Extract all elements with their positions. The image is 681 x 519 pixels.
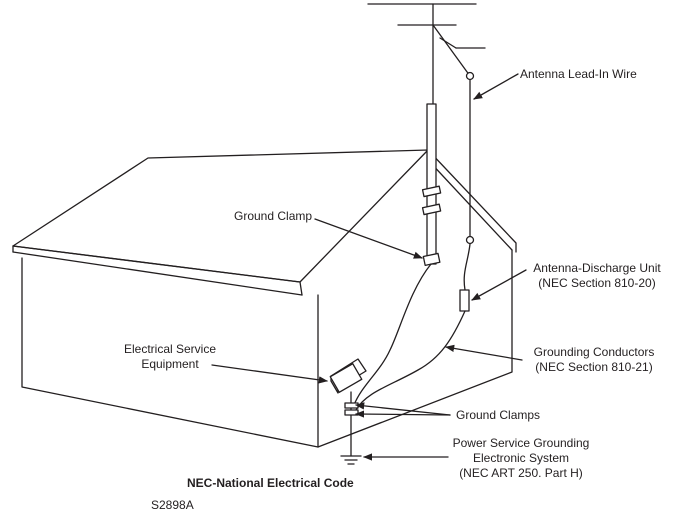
antenna	[367, 3, 486, 266]
lead-in-wire	[463, 71, 475, 291]
label-antenna-discharge-unit: Antenna-Discharge Unit (NEC Section 810-…	[524, 261, 670, 291]
label-grounding-conductors-line1: Grounding Conductors	[533, 345, 655, 359]
label-electrical-service-line1: Electrical Service	[123, 342, 217, 356]
label-electrical-service-line2: Equipment	[141, 357, 199, 371]
label-power-service-line3: (NEC ART 250. Part H)	[459, 466, 583, 480]
label-ground-clamp: Ground Clamp	[234, 209, 313, 223]
label-power-service-line1: Power Service Grounding	[452, 436, 590, 450]
label-power-service-line2: Electronic System	[472, 451, 570, 465]
antenna-discharge-unit	[459, 289, 470, 312]
footer-nec-title: NEC-National Electrical Code	[187, 476, 354, 490]
footer-figure-code: S2898A	[151, 498, 194, 512]
label-power-service-grounding: Power Service Grounding Electronic Syste…	[446, 436, 596, 481]
electrical-service-box	[329, 358, 367, 394]
callout-arrows	[211, 73, 527, 461]
label-antenna-discharge-unit-line1: Antenna-Discharge Unit	[533, 261, 661, 275]
label-grounding-conductors: Grounding Conductors (NEC Section 810-21…	[524, 345, 664, 375]
label-electrical-service-equipment: Electrical Service Equipment	[110, 342, 230, 372]
ground-rod	[340, 391, 362, 465]
house-wall	[21, 249, 513, 448]
label-antenna-lead-in-wire: Antenna Lead-In Wire	[520, 67, 637, 81]
label-antenna-discharge-unit-line2: (NEC Section 810-20)	[538, 276, 656, 290]
label-grounding-conductors-line2: (NEC Section 810-21)	[535, 360, 653, 374]
label-ground-clamps: Ground Clamps	[456, 408, 541, 422]
grounding-conductors	[353, 263, 466, 411]
